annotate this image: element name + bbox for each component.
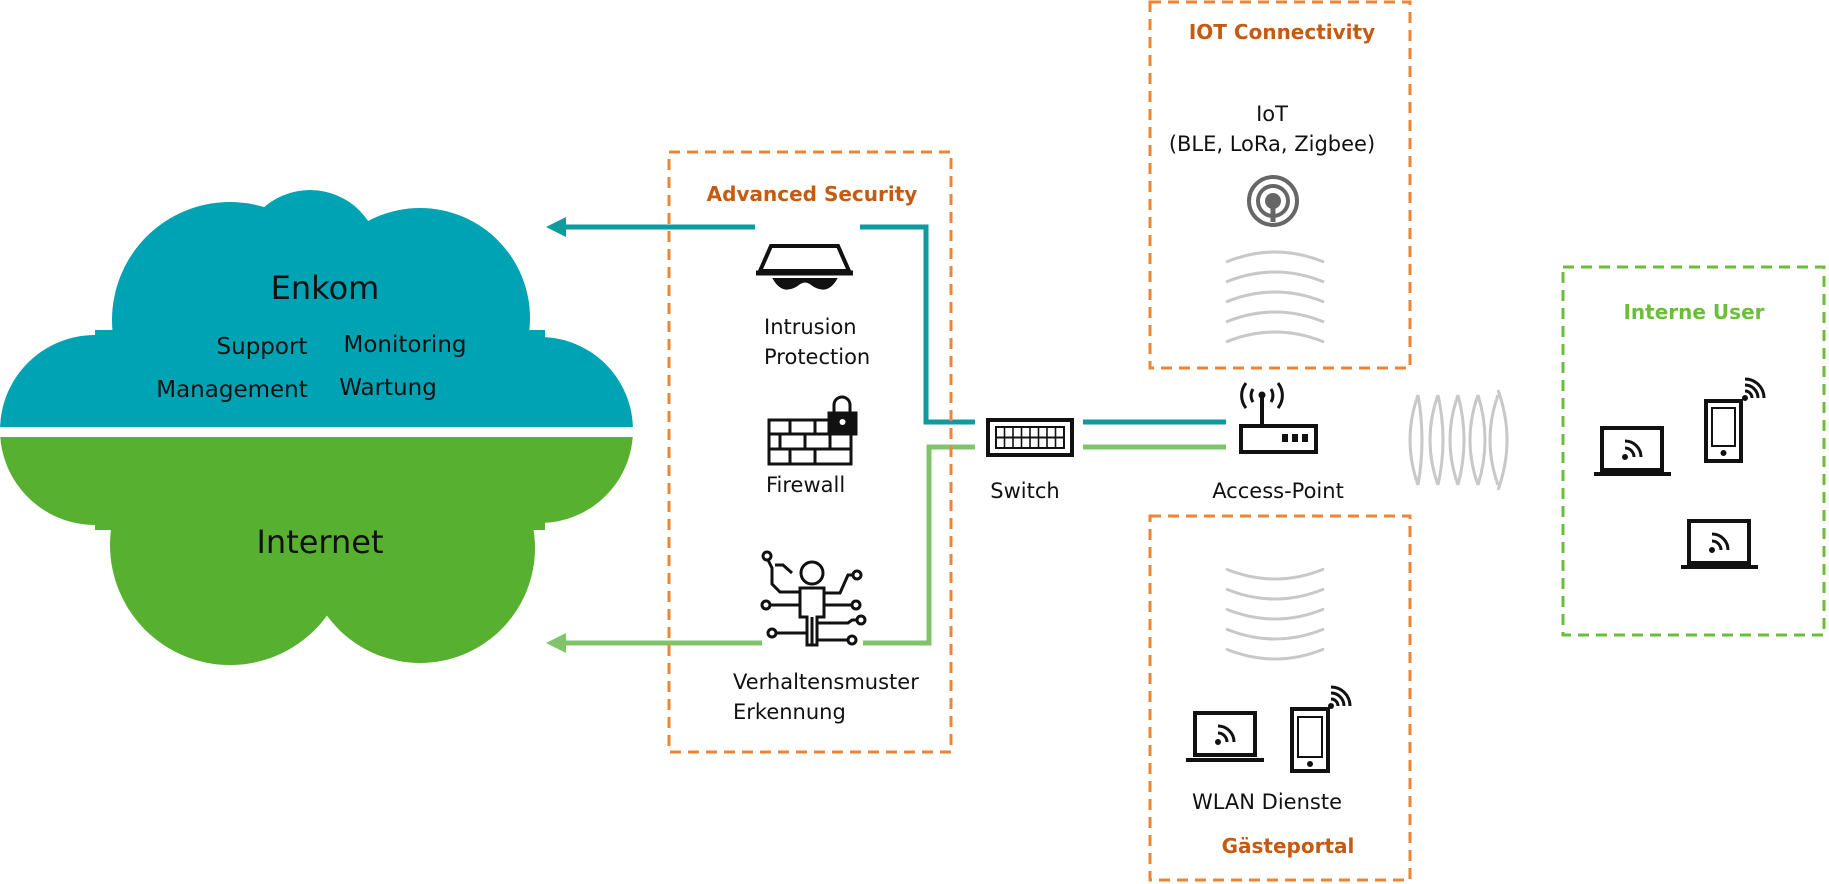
internal-laptop-1-icon [1594,426,1671,476]
iot-label-line2: (BLE, LoRa, Zigbee) [1169,132,1375,156]
enkom-title: Enkom [271,269,380,307]
guest-laptop-icon [1186,711,1264,762]
service-monitoring: Monitoring [344,332,467,358]
internal-phone-icon [1704,377,1766,463]
teal-arrowhead [546,217,566,237]
person-circuit-icon [760,550,867,647]
firewall-label: Firewall [766,473,845,497]
spy-icon [756,244,853,290]
iot-box [1148,0,1412,370]
switch-icon [986,418,1074,457]
service-management: Management [156,377,308,403]
service-support: Support [217,334,308,360]
teal-connection [565,224,1226,425]
internal-laptop-2-icon [1681,519,1758,569]
wifi-wave-icon-right [1416,389,1509,491]
guest-wave-icon [1225,567,1325,661]
internal-users-title: Interne User [1623,300,1764,324]
intrusion-label-line1: Intrusion [764,315,857,339]
green-connection [565,444,1226,646]
firewall-lock-icon [767,395,858,466]
advanced-security-title: Advanced Security [707,182,918,206]
guest-phone-icon [1290,685,1352,773]
radio-signal-icon [1247,175,1299,227]
behavior-label-line1: Verhaltensmuster [733,670,919,694]
internal-users-box [1561,265,1826,637]
green-arrowhead [546,633,566,653]
intrusion-label-line2: Protection [764,345,870,369]
advanced-security-box [667,150,953,754]
iot-title: IOT Connectivity [1189,20,1375,44]
behavior-label-line2: Erkennung [733,700,846,724]
router-icon [1239,382,1318,454]
iot-label-line1: IoT [1256,102,1288,126]
wlan-services-label: WLAN Dienste [1192,790,1342,814]
internet-title: Internet [256,523,383,561]
guest-portal-title: Gästeportal [1222,834,1355,858]
guest-portal-box [1148,514,1412,882]
switch-label: Switch [990,479,1059,503]
iot-wave-icon [1225,250,1325,344]
service-wartung: Wartung [339,375,437,401]
wifi-wave-icon [1408,394,1500,486]
access-point-label: Access-Point [1212,479,1344,503]
